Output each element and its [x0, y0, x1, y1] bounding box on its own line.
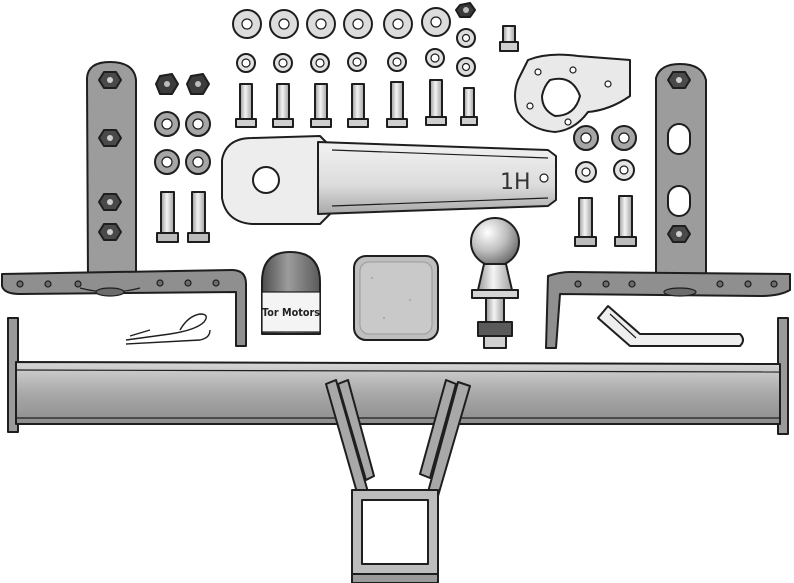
cover-label: Tor Motors [262, 306, 320, 319]
rubber-pad [353, 255, 439, 341]
tow-ball-cover: Tor Motors [261, 251, 321, 335]
right-mounting-plate [545, 271, 791, 349]
r-clip-pin [125, 313, 211, 345]
receiver-tube [351, 489, 439, 583]
shank-stamp: 1H [500, 170, 531, 195]
washer-row-top [232, 7, 451, 39]
main-crossbar [7, 317, 789, 435]
left-hardware-column [154, 73, 211, 243]
socket-bracket [514, 53, 631, 133]
right-hardware-column [573, 125, 637, 247]
bolt-row [235, 79, 478, 128]
small-nut-and-washers [455, 2, 476, 77]
small-bolt [499, 25, 519, 52]
left-side-bracket [86, 61, 137, 283]
receiver-arms [325, 379, 471, 497]
hitch-pin [597, 305, 744, 347]
left-mounting-plate [1, 269, 247, 347]
right-side-bracket [655, 63, 707, 285]
tow-shank: 1H [221, 135, 557, 225]
tow-ball [470, 217, 520, 349]
spring-washer-row [236, 48, 445, 73]
